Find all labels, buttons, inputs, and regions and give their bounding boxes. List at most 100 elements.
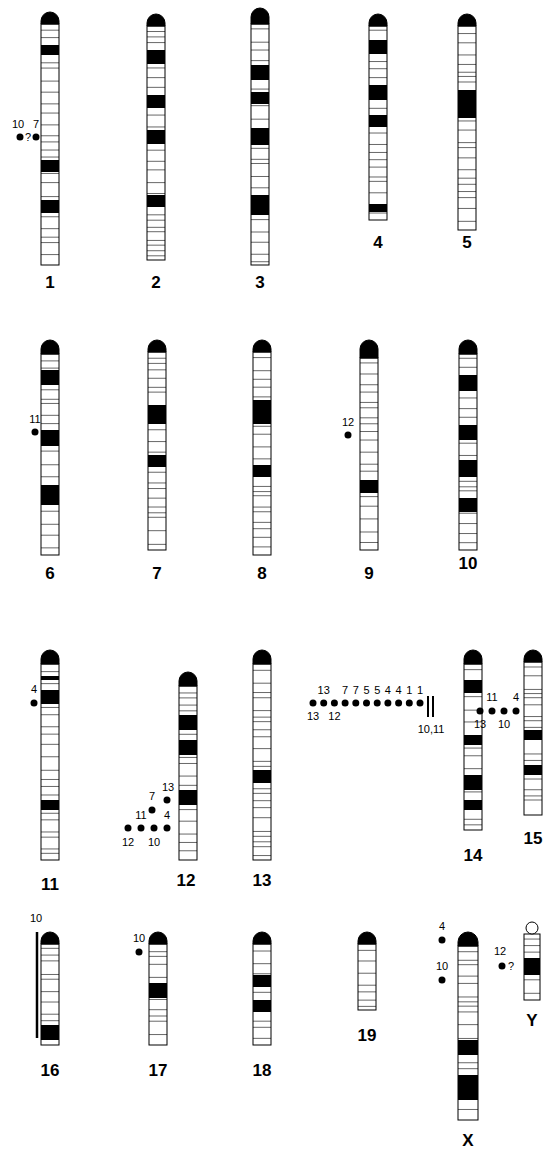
band-line [459, 408, 477, 409]
band-line [369, 144, 387, 145]
band-line [459, 397, 477, 398]
band-line [458, 142, 476, 143]
band-line [41, 707, 59, 708]
callout-number: 10 [30, 913, 42, 924]
chromosome-body [458, 946, 478, 1120]
band-line [524, 716, 542, 717]
chromosome-body [251, 24, 269, 265]
chromosome-body [148, 352, 166, 550]
dark-band [41, 370, 59, 385]
dark-band [459, 375, 477, 391]
band-line [358, 1000, 376, 1001]
callout-number: 13 [162, 782, 174, 793]
dark-band [524, 958, 540, 975]
band-line [253, 788, 271, 789]
chromosome-number: 10 [459, 555, 478, 572]
band-line [251, 148, 269, 149]
band-line [253, 683, 271, 684]
band-line [41, 714, 59, 715]
centromere-cap [148, 340, 166, 352]
callout-number: 11 [29, 414, 40, 425]
band-line [41, 451, 59, 452]
band-line [148, 472, 166, 473]
band-line [251, 261, 269, 262]
band-line [41, 734, 59, 735]
chromosome-body [358, 944, 376, 1010]
dark-band [41, 676, 59, 680]
band-line [524, 689, 542, 690]
band-line [253, 710, 271, 711]
band-line [41, 848, 59, 849]
locus-dot [17, 134, 24, 141]
band-line [458, 1068, 478, 1069]
band-line [179, 776, 197, 777]
dark-band [253, 400, 271, 424]
band-line [358, 950, 376, 951]
band-line [251, 219, 269, 220]
band-line [360, 452, 378, 453]
callout-number: 10 [133, 933, 145, 944]
locus-dot [31, 700, 38, 707]
band-line [253, 846, 271, 847]
callout-number: 10,11 [418, 724, 445, 735]
band-line [41, 974, 59, 975]
band-line [179, 710, 197, 711]
centromere-cap [459, 340, 477, 354]
callout-number: 4 [396, 685, 402, 696]
band-line [253, 370, 271, 371]
band-line [464, 748, 482, 749]
band-line [149, 1016, 167, 1017]
chromosome-number: 2 [151, 274, 160, 291]
band-line [524, 952, 540, 953]
callout-number: 1 [417, 685, 423, 696]
band-line [251, 242, 269, 243]
chromosome [524, 650, 542, 815]
band-line [41, 960, 59, 961]
band-line [358, 991, 376, 992]
band-line [253, 446, 271, 447]
band-line [458, 1001, 478, 1002]
chromosome [358, 932, 376, 1010]
chromosome-body [253, 664, 271, 860]
dark-band [41, 430, 59, 446]
band-line [458, 976, 478, 977]
locus-dot [489, 708, 496, 715]
chromosome-number: 14 [464, 847, 483, 864]
band-line [360, 407, 378, 408]
dark-band [369, 40, 387, 54]
band-line [41, 813, 59, 814]
band-line [358, 973, 376, 974]
dark-band [147, 95, 165, 108]
band-line [464, 819, 482, 820]
locus-dot [33, 134, 40, 141]
centromere-cap [41, 932, 59, 944]
band-line [41, 756, 59, 757]
chromosome [41, 650, 59, 860]
band-line [458, 964, 478, 965]
band-line [41, 389, 59, 390]
chromosome-number: 8 [257, 565, 266, 582]
centromere-cap [358, 932, 376, 944]
band-line [253, 357, 271, 358]
dark-band [41, 690, 59, 704]
band-line [358, 960, 376, 961]
callout-number: ? [25, 132, 31, 143]
callout-number: 7 [353, 685, 359, 696]
band-line [41, 237, 59, 238]
band-line [251, 159, 269, 160]
band-line [464, 768, 482, 769]
band-line [251, 163, 269, 164]
band-line [41, 1020, 59, 1021]
centromere-cap [41, 12, 59, 24]
band-line [458, 184, 476, 185]
band-line [458, 1006, 478, 1007]
centromere-cap [41, 650, 59, 664]
band-line [251, 42, 269, 43]
locus-dot [352, 700, 359, 707]
locus-dot [32, 429, 39, 436]
centromere-cap [360, 340, 378, 358]
band-line [253, 836, 271, 837]
chromosome-body [147, 26, 165, 260]
band-line [179, 785, 197, 786]
band-line [524, 979, 540, 980]
